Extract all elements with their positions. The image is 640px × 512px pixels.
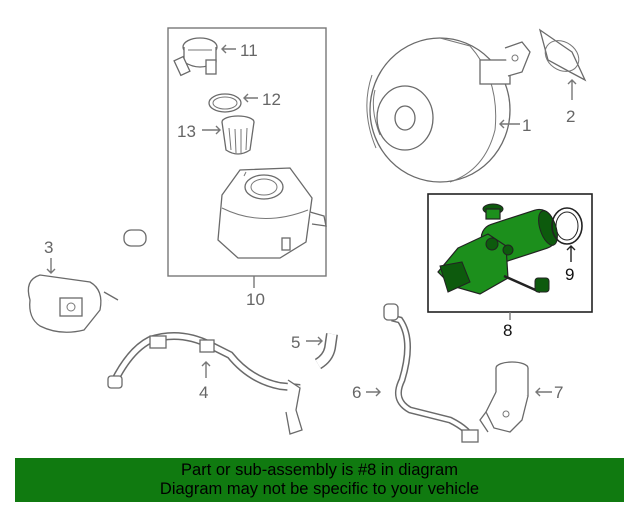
callout-7-arrow — [535, 387, 552, 397]
callout-9-arrow — [566, 245, 576, 262]
parts-diagram: 10 11 12 13 — [27, 27, 593, 443]
brake-booster — [366, 37, 531, 183]
banner-line-2: Diagram may not be specific to your vehi… — [159, 480, 480, 498]
callout-5: 5 — [291, 333, 300, 352]
brake-fluid-reservoir — [217, 167, 327, 259]
booster-gasket — [538, 28, 587, 82]
callout-12: 12 — [262, 90, 281, 109]
callout-4-arrow — [201, 361, 211, 378]
callout-1: 1 — [522, 116, 531, 135]
callout-2: 2 — [566, 107, 575, 126]
vacuum-line — [107, 332, 303, 435]
master-cylinder-seal — [551, 207, 583, 245]
callout-13: 13 — [177, 122, 196, 141]
callout-7: 7 — [554, 383, 563, 402]
callout-3: 3 — [44, 238, 53, 257]
callout-12-arrow — [243, 93, 258, 103]
callout-10: 10 — [246, 290, 265, 309]
callout-2-arrow — [567, 79, 577, 100]
callout-9: 9 — [565, 265, 574, 284]
callout-1-arrow — [499, 119, 520, 129]
banner-line-1: Part or sub-assembly is #8 in diagram — [181, 461, 458, 479]
callout-4: 4 — [199, 383, 208, 402]
callout-6-arrow — [366, 387, 381, 397]
callout-3-arrow — [46, 258, 56, 274]
short-hose — [314, 333, 338, 370]
callout-13-arrow — [202, 125, 221, 135]
callout-11: 11 — [240, 41, 258, 60]
callout-11-arrow — [221, 44, 236, 54]
vacuum-pump — [479, 361, 529, 433]
info-banner: Part or sub-assembly is #8 in diagram Di… — [15, 458, 624, 502]
reservoir-cap — [173, 37, 218, 77]
callout-6: 6 — [352, 383, 361, 402]
vacuum-hose — [27, 229, 147, 333]
callout-8: 8 — [503, 321, 512, 340]
brake-master-cylinder — [437, 203, 558, 295]
callout-5-arrow — [306, 336, 323, 346]
reservoir-filter — [221, 115, 255, 155]
long-hose — [383, 303, 479, 443]
reservoir-group-box — [167, 27, 327, 277]
